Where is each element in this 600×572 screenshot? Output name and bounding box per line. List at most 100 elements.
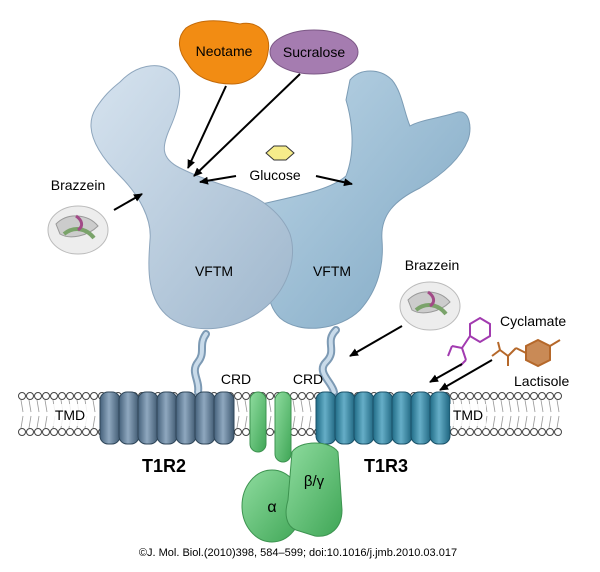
vftm-right-label: VFTM [313,263,351,279]
neotame-molecule [179,20,270,85]
t1r3-vftm-shape [256,70,471,329]
lipid-head [514,392,522,400]
arrow-sucralose [193,73,301,177]
arrow-cyclamate [429,363,463,383]
transmembrane-helix [175,391,197,445]
transmembrane-helix [334,391,356,445]
g-protein-beta-gamma-label: β/γ [304,473,325,490]
t1r2-tmd-helices [99,391,235,445]
transmembrane-helix [194,391,216,445]
sucralose-molecule [269,29,359,75]
lipid-head [50,428,58,436]
lipid-head [554,428,562,436]
lipid-head [26,428,34,436]
brazzein-right-protein [399,281,461,331]
lipid-head [466,392,474,400]
sucralose-label: Sucralose [283,44,345,60]
lipid-head [506,428,514,436]
lipid-head [234,428,242,436]
lipid-head [58,428,66,436]
lipid-head [506,392,514,400]
t1r3-tmd-helices [315,391,451,445]
lipid-head [498,392,506,400]
lipid-head [42,428,50,436]
lipid-head [490,428,498,436]
lipid-head [266,428,274,436]
cyclamate-molecule [447,316,491,367]
lipid-head [538,392,546,400]
transmembrane-helix [315,391,337,445]
lipid-head [482,428,490,436]
brazzein-left-label: Brazzein [51,177,105,193]
g-protein-tether-right [274,391,292,463]
g-protein-alpha-label: α [267,499,276,516]
transmembrane-helix [213,391,235,445]
lipid-head [306,428,314,436]
brazzein-left-protein [47,205,109,255]
brazzein-right-label: Brazzein [405,257,459,273]
lipid-head [26,392,34,400]
transmembrane-helix [156,391,178,445]
arrow-brazzein-left [113,193,143,211]
lipid-head [42,392,50,400]
lactisole-molecule [491,338,561,368]
transmembrane-helix [410,391,432,445]
arrow-neotame [187,85,227,169]
glucose-molecule [265,145,295,161]
transmembrane-helix [372,391,394,445]
lipid-head [82,392,90,400]
t1r2-crd-linker-hl [192,332,208,394]
lipid-head [490,392,498,400]
lipid-head [298,428,306,436]
cyclamate-label: Cyclamate [500,313,566,329]
arrow-lactisole [439,359,493,391]
lipid-head [18,392,26,400]
lipid-head [498,428,506,436]
lipid-head [458,428,466,436]
vftm-left-label: VFTM [195,263,233,279]
lipid-head [306,392,314,400]
lipid-head [522,428,530,436]
g-protein-tether-left [249,391,267,453]
g-protein-beta-gamma-subunit [285,442,343,537]
glucose-label: Glucose [249,167,301,183]
lipid-head [450,428,458,436]
transmembrane-helix [391,391,413,445]
lipid-head [34,392,42,400]
lipid-head [298,392,306,400]
arrow-brazzein-right [349,325,403,357]
binding-arrows [113,73,493,391]
citation-text: ©J. Mol. Biol.(2010)398, 584–599; doi:10… [139,547,457,559]
lipid-head [458,392,466,400]
lipid-head [538,428,546,436]
transmembrane-helix [353,391,375,445]
lipid-head [466,428,474,436]
lipid-head [546,392,554,400]
lipid-head [474,428,482,436]
lipid-head [554,392,562,400]
lipid-head [290,428,298,436]
lipid-head [290,392,298,400]
lipid-head [482,392,490,400]
lipid-head [242,392,250,400]
lipid-head [514,428,522,436]
transmembrane-helix [429,391,451,445]
lipid-head [18,428,26,436]
lipid-head [450,392,458,400]
lipid-head [266,392,274,400]
lactisole-label: Lactisole [514,373,569,389]
t1r3-label: T1R3 [364,456,408,476]
lipid-head [66,428,74,436]
lipid-head [242,428,250,436]
lipid-head [50,392,58,400]
lipid-head [530,392,538,400]
lipid-head [34,428,42,436]
neotame-label: Neotame [196,43,253,59]
transmembrane-helix [118,391,140,445]
lipid-head [234,392,242,400]
lipid-head [74,428,82,436]
lipid-head [474,392,482,400]
lipid-head [90,392,98,400]
arrow-glucose-right [315,175,353,187]
lipid-head [546,428,554,436]
